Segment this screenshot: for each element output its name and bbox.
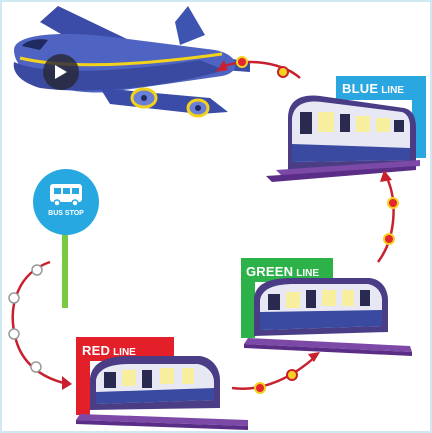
bus-stop-sign [33, 169, 99, 308]
red-line-station [76, 337, 248, 430]
play-button[interactable] [43, 54, 79, 90]
route-dot [383, 233, 395, 245]
route-dot [8, 328, 20, 340]
route-dot [277, 66, 289, 78]
route-bus-red [8, 260, 72, 390]
route-dot [30, 361, 42, 373]
route-dot [31, 264, 43, 276]
play-icon [55, 65, 67, 79]
red-line-suffix: LINE [113, 347, 136, 358]
route-green-blue [376, 170, 399, 263]
red-line-name: RED [82, 343, 111, 358]
route-plane-blue [216, 56, 301, 79]
blue-line-name: BLUE [342, 81, 379, 96]
route-dot [8, 292, 20, 304]
route-dot [236, 56, 248, 68]
blue-line-suffix: LINE [381, 85, 404, 96]
green-line-name: GREEN [246, 264, 294, 279]
bus-icon [50, 184, 82, 207]
blue-line-station [266, 76, 426, 182]
route-dot [254, 382, 266, 394]
route-dot [387, 197, 399, 209]
green-line-suffix: LINE [296, 268, 320, 279]
route-dot [286, 369, 298, 381]
green-line-station [241, 258, 412, 356]
route-red-green [231, 352, 320, 394]
bus-stop-label: BUS STOP [48, 210, 84, 217]
